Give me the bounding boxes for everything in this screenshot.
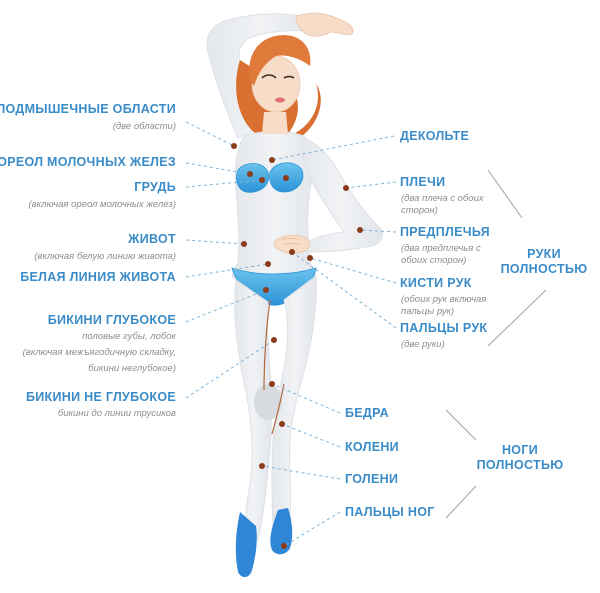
note-fingers: (две руки)	[401, 339, 445, 350]
raised-hand	[295, 12, 354, 37]
note-bikini-shallow: бикини до линии трусиков	[57, 408, 176, 419]
note-forearms-2: обоих сторон)	[401, 255, 467, 266]
note-hands-1: (обоих рук включая	[401, 294, 487, 305]
label-breast: ГРУДЬ	[134, 180, 176, 194]
note-bikini-deep-3: бикини неглубокое)	[88, 363, 176, 374]
note-shoulders-1: (два плеча с обоих	[401, 193, 484, 204]
label-thighs: БЕДРА	[345, 406, 389, 420]
right-eye	[283, 75, 295, 79]
note-bikini-deep-1: половые губы, лобок	[82, 331, 176, 342]
hair-front	[248, 35, 311, 86]
leader-lines	[185, 121, 397, 547]
note-breast: (включая ореол молочных желез)	[28, 199, 176, 210]
label-arms-full-2: ПОЛНОСТЬЮ	[500, 262, 588, 276]
label-bikini-shallow: БИКИНИ НЕ ГЛУБОКОЕ	[25, 390, 176, 404]
label-hands: КИСТИ РУК	[400, 276, 472, 290]
dot-toe	[281, 543, 287, 549]
label-legs-full-1: НОГИ	[501, 443, 539, 457]
label-toes: ПАЛЬЦЫ НОГ	[345, 505, 435, 519]
dot-finger	[289, 249, 295, 255]
figure	[206, 12, 383, 578]
label-forearms: ПРЕДПЛЕЧЬЯ	[400, 225, 490, 239]
lips	[275, 97, 285, 103]
dot-decollete	[269, 157, 275, 163]
label-belly: ЖИВОТ	[128, 232, 176, 246]
dot-hand	[307, 255, 313, 261]
dot-linea	[265, 261, 271, 267]
note-shoulders-2: сторон)	[401, 205, 438, 216]
group-brackets	[445, 169, 547, 519]
left-leg	[234, 279, 272, 541]
note-forearms-1: (два предплечья с	[401, 243, 481, 254]
dot-thigh	[269, 381, 275, 387]
label-decollete: ДЕКОЛЬТЕ	[400, 129, 470, 143]
dot-shin	[259, 463, 265, 469]
label-armpits: ПОДМЫШЕЧНЫЕ ОБЛАСТИ	[0, 102, 176, 116]
dot-breast-2	[283, 175, 289, 181]
dot-shoulder	[343, 185, 349, 191]
dot-armpit	[231, 143, 237, 149]
label-linea-alba: БЕЛАЯ ЛИНИЯ ЖИВОТА	[20, 270, 176, 284]
note-armpits: (две области)	[112, 121, 176, 132]
label-legs-full-2: ПОЛНОСТЬЮ	[476, 458, 564, 472]
zone-dots	[231, 143, 363, 549]
label-shoulders: ПЛЕЧИ	[400, 175, 446, 189]
label-shins: ГОЛЕНИ	[345, 472, 399, 486]
dot-bikini-deep	[263, 287, 269, 293]
bent-arm	[299, 137, 383, 253]
note-belly: (включая белую линию живота)	[34, 251, 176, 262]
knee-shade	[254, 384, 282, 420]
note-hands-2: пальцы рук)	[401, 306, 455, 317]
left-eye	[261, 74, 277, 79]
label-fingers: ПАЛЬЦЫ РУК	[400, 321, 488, 335]
dot-belly	[241, 241, 247, 247]
right-shoe	[270, 508, 293, 555]
dot-bikini-shallow	[271, 337, 277, 343]
label-knees: КОЛЕНИ	[345, 440, 399, 454]
left-shoe	[235, 512, 257, 578]
label-areola: ОРЕОЛ МОЛОЧНЫХ ЖЕЛЕЗ	[0, 155, 176, 169]
dot-breast	[259, 177, 265, 183]
dot-knee	[279, 421, 285, 427]
label-bikini-deep: БИКИНИ ГЛУБОКОЕ	[47, 313, 176, 327]
dot-areola	[247, 171, 253, 177]
dot-forearm	[357, 227, 363, 233]
note-bikini-deep-2: (включая межъягодичную складку,	[22, 347, 176, 358]
label-arms-full-1: РУКИ	[527, 247, 561, 261]
neck	[262, 112, 288, 134]
